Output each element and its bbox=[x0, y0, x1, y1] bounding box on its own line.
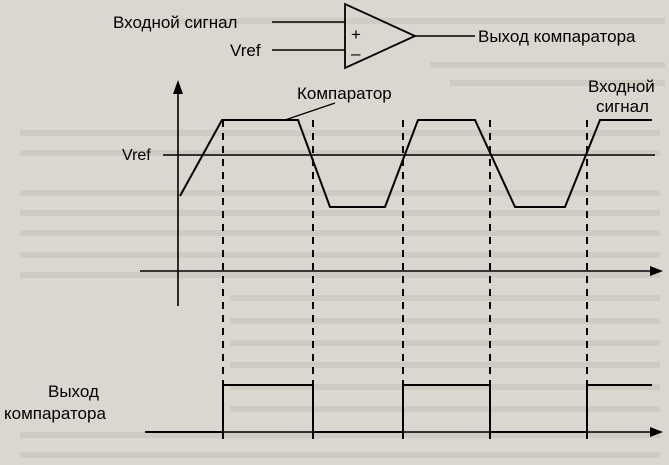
plus-input-sign: + bbox=[351, 25, 361, 44]
input-signal-plot: Vref Компаратор Входной сигнал bbox=[122, 77, 663, 306]
comparator-label-leader bbox=[284, 102, 336, 121]
x-axis-upper-arrow-icon bbox=[650, 266, 663, 276]
comparator-schematic: Входной сигнал Vref + – Выход компаратор… bbox=[113, 2, 636, 70]
input-signal-waveform bbox=[179, 119, 652, 208]
comparator-output-waveform bbox=[145, 384, 652, 433]
vref-axis-label: Vref bbox=[122, 147, 151, 164]
comparator-plot-label: Компаратор bbox=[297, 84, 392, 103]
comparator-output-plot: Выход компаратора bbox=[4, 382, 663, 437]
signal-label-line2: сигнал bbox=[596, 97, 649, 116]
crossing-markers bbox=[222, 120, 588, 440]
vref-input-label: Vref bbox=[230, 41, 261, 60]
comparator-output-label: Выход компаратора bbox=[478, 27, 636, 46]
input-signal-label: Входной сигнал bbox=[113, 13, 237, 32]
signal-label-line1: Входной bbox=[588, 77, 655, 96]
minus-input-sign: – bbox=[351, 44, 361, 63]
op-amp-triangle-icon bbox=[344, 2, 418, 70]
y-axis-upper-arrow-icon bbox=[173, 80, 183, 94]
x-axis-lower-arrow-icon bbox=[650, 427, 663, 437]
output-label-line2: компаратора bbox=[4, 404, 106, 423]
output-label-line1: Выход bbox=[48, 382, 99, 401]
bleed-through-texture bbox=[20, 18, 665, 458]
